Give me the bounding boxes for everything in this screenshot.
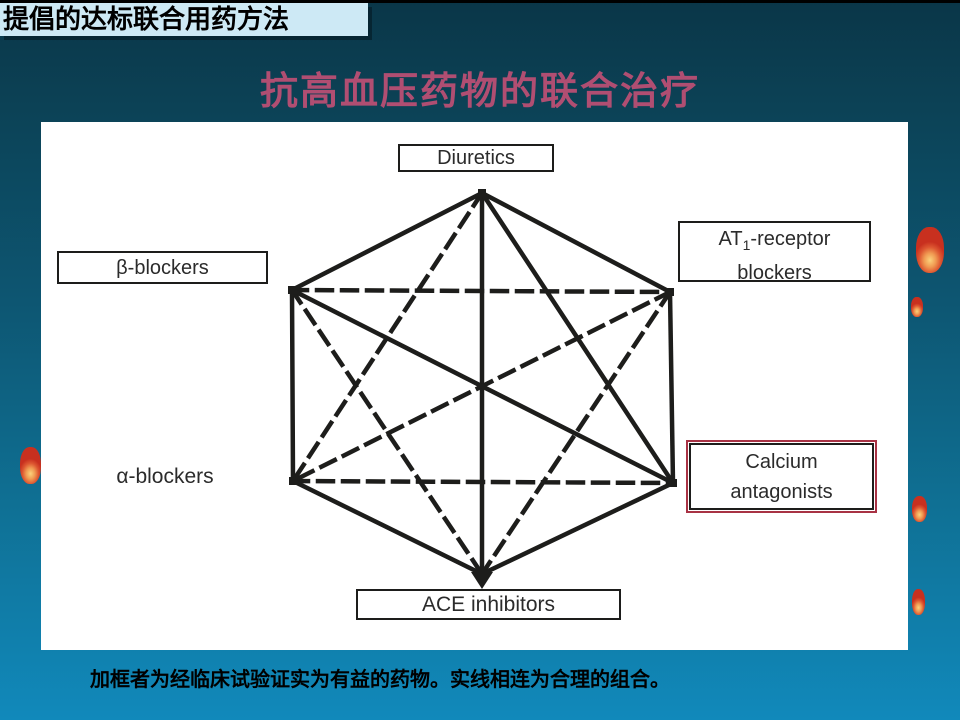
- node-diuretics: Diuretics: [398, 144, 554, 172]
- node-calcium-inner-box: Calcium antagonists: [689, 443, 874, 510]
- flame-decoration-icon: [912, 589, 925, 615]
- header-label: 提倡的达标联合用药方法: [0, 3, 368, 36]
- flame-decoration-icon: [916, 227, 944, 273]
- flame-decoration-icon: [912, 496, 927, 522]
- solid-edge-beta-calcium: [288, 286, 677, 487]
- arrowhead-down-icon: [471, 572, 493, 589]
- hexagon-diagram: [288, 189, 677, 589]
- vertex-at1: [666, 288, 674, 296]
- node-calcium-line1: Calcium: [745, 451, 818, 473]
- node-calcium-antagonists: Calcium antagonists: [686, 440, 877, 513]
- node-calcium-line2: antagonists: [730, 481, 833, 503]
- solid-edge-alpha-ace: [289, 477, 486, 578]
- flame-decoration-icon: [911, 297, 923, 317]
- dashed-edge-beta-ace: [288, 286, 486, 578]
- vertex-beta: [288, 286, 296, 294]
- page-title: 抗高血压药物的联合治疗: [259, 71, 700, 113]
- solid-edge-diuretics-calcium: [478, 189, 677, 487]
- dashed-edge-diuretics-alpha: [289, 189, 486, 485]
- vertex-alpha: [289, 477, 297, 485]
- solid-edge-diuretics-beta: [288, 189, 486, 294]
- node-beta-blockers: β-blockers: [57, 251, 268, 284]
- solid-edge-diuretics-at1: [478, 189, 674, 296]
- vertex-calcium: [669, 479, 677, 487]
- at1-subscript: 1: [742, 237, 751, 253]
- solid-edge-at1-calcium: [667, 289, 676, 486]
- solid-edge-beta-alpha: [289, 287, 296, 484]
- dashed-edge-at1-ace: [478, 288, 674, 578]
- node-alpha-blockers: α-blockers: [75, 463, 255, 491]
- top-border-strip: [0, 0, 960, 3]
- node-at1-receptor-blockers: AT1-receptor blockers: [678, 221, 871, 284]
- node-at1-line1: AT1-receptor: [718, 228, 831, 253]
- node-alpha-label: α-blockers: [116, 465, 214, 488]
- diagram-panel: Diuretics AT1-receptor blockers β-blocke…: [41, 122, 908, 650]
- footnote-caption: 加框者为经临床试验证实为有益的药物。实线相连为合理的组合。: [90, 669, 670, 691]
- vertex-diuretics: [478, 189, 486, 197]
- node-diuretics-label: Diuretics: [437, 147, 515, 169]
- node-at1-line2: blockers: [737, 262, 812, 284]
- flame-decoration-icon: [20, 447, 41, 484]
- node-beta-label: β-blockers: [116, 257, 209, 279]
- solid-edge-calcium-ace: [479, 480, 676, 577]
- node-ace-label: ACE inhibitors: [421, 593, 556, 616]
- node-ace-inhibitors: ACE inhibitors: [356, 589, 621, 620]
